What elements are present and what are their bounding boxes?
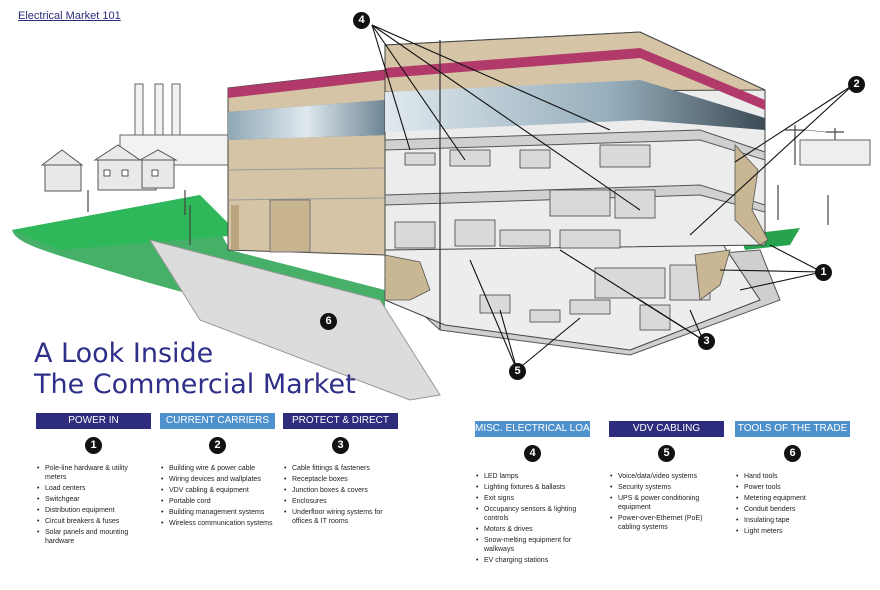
list-item: Metering equipment (735, 494, 850, 503)
list-item: Power-over-Ethernet (PoE) cabling system… (609, 514, 724, 532)
category-number: 2 (209, 437, 226, 454)
list-item: Load centers (36, 484, 151, 493)
list-item: UPS & power conditioning equipment (609, 494, 724, 512)
headline-line-1: A Look Inside (34, 338, 214, 369)
section-label: Electrical Market 101 (18, 10, 121, 22)
category-number: 1 (85, 437, 102, 454)
headline: A Look Inside The Commercial Market (34, 338, 356, 400)
category-title: TOOLS OF THE TRADE (735, 421, 850, 437)
list-item: Distribution equipment (36, 506, 151, 515)
houses (40, 144, 178, 192)
category-items: Voice/data/video systems Security system… (609, 472, 724, 532)
list-item: Conduit benders (735, 505, 850, 514)
category-number: 5 (658, 445, 675, 462)
list-item: Circuit breakers & fuses (36, 517, 151, 526)
list-item: Lighting fixtures & ballasts (475, 483, 590, 492)
list-item: LED lamps (475, 472, 590, 481)
category-items: Pole-line hardware & utility meters Load… (36, 464, 151, 546)
left-wing (227, 69, 386, 256)
list-item: Solar panels and mounting hardware (36, 528, 151, 546)
list-item: Switchgear (36, 495, 151, 504)
list-item: Exit signs (475, 494, 590, 503)
factory-background (119, 83, 231, 166)
callout-leaders (371, 24, 854, 371)
category-power-in: POWER IN 1 Pole-line hardware & utility … (36, 413, 151, 548)
callout-4: 4 (353, 12, 370, 29)
utility-poles (777, 125, 871, 225)
list-item: Portable cord (160, 497, 275, 506)
category-tools-of-the-trade: TOOLS OF THE TRADE 6 Hand tools Power to… (735, 421, 850, 538)
category-title: CURRENT CARRIERS (160, 413, 275, 429)
callout-5: 5 (509, 363, 526, 380)
category-number: 4 (524, 445, 541, 462)
list-item: VDV cabling & equipment (160, 486, 275, 495)
category-title: PROTECT & DIRECT (283, 413, 398, 429)
category-current-carriers: CURRENT CARRIERS 2 Building wire & power… (160, 413, 275, 530)
category-number: 6 (784, 445, 801, 462)
list-item: Wiring devices and wallplates (160, 475, 275, 484)
category-vdv-cabling: VDV CABLING 5 Voice/data/video systems S… (609, 421, 724, 534)
list-item: Snow-melting equipment for walkways (475, 536, 590, 554)
category-title: POWER IN (36, 413, 151, 429)
list-item: Wireless communication systems (160, 519, 275, 528)
list-item: Hand tools (735, 472, 850, 481)
category-items: LED lamps Lighting fixtures & ballasts E… (475, 472, 590, 565)
list-item: Security systems (609, 483, 724, 492)
category-items: Hand tools Power tools Metering equipmen… (735, 472, 850, 536)
headline-line-2: The Commercial Market (34, 369, 356, 400)
callout-2: 2 (848, 76, 865, 93)
category-items: Building wire & power cable Wiring devic… (160, 464, 275, 528)
callout-1: 1 (815, 264, 832, 281)
callout-3: 3 (698, 333, 715, 350)
category-title: MISC. ELECTRICAL LOADS (475, 421, 604, 437)
list-item: Building wire & power cable (160, 464, 275, 473)
category-items: Cable fittings & fasteners Receptacle bo… (283, 464, 398, 526)
list-item: EV charging stations (475, 556, 590, 565)
callout-6: 6 (320, 313, 337, 330)
list-item: Voice/data/video systems (609, 472, 724, 481)
list-item: Junction boxes & covers (283, 486, 398, 495)
list-item: Occupancy sensors & lighting controls (475, 505, 590, 523)
list-item: Enclosures (283, 497, 398, 506)
category-number: 3 (332, 437, 349, 454)
list-item: Power tools (735, 483, 850, 492)
category-protect-direct: PROTECT & DIRECT 3 Cable fittings & fast… (283, 413, 398, 528)
category-misc-electrical-loads: MISC. ELECTRICAL LOADS 4 LED lamps Light… (475, 421, 604, 567)
list-item: Receptacle boxes (283, 475, 398, 484)
list-item: Motors & drives (475, 525, 590, 534)
list-item: Building management systems (160, 508, 275, 517)
list-item: Cable fittings & fasteners (283, 464, 398, 473)
list-item: Insulating tape (735, 516, 850, 525)
list-item: Pole-line hardware & utility meters (36, 464, 151, 482)
list-item: Light meters (735, 527, 850, 536)
list-item: Underfloor wiring systems for offices & … (283, 508, 398, 526)
category-title: VDV CABLING (609, 421, 724, 437)
